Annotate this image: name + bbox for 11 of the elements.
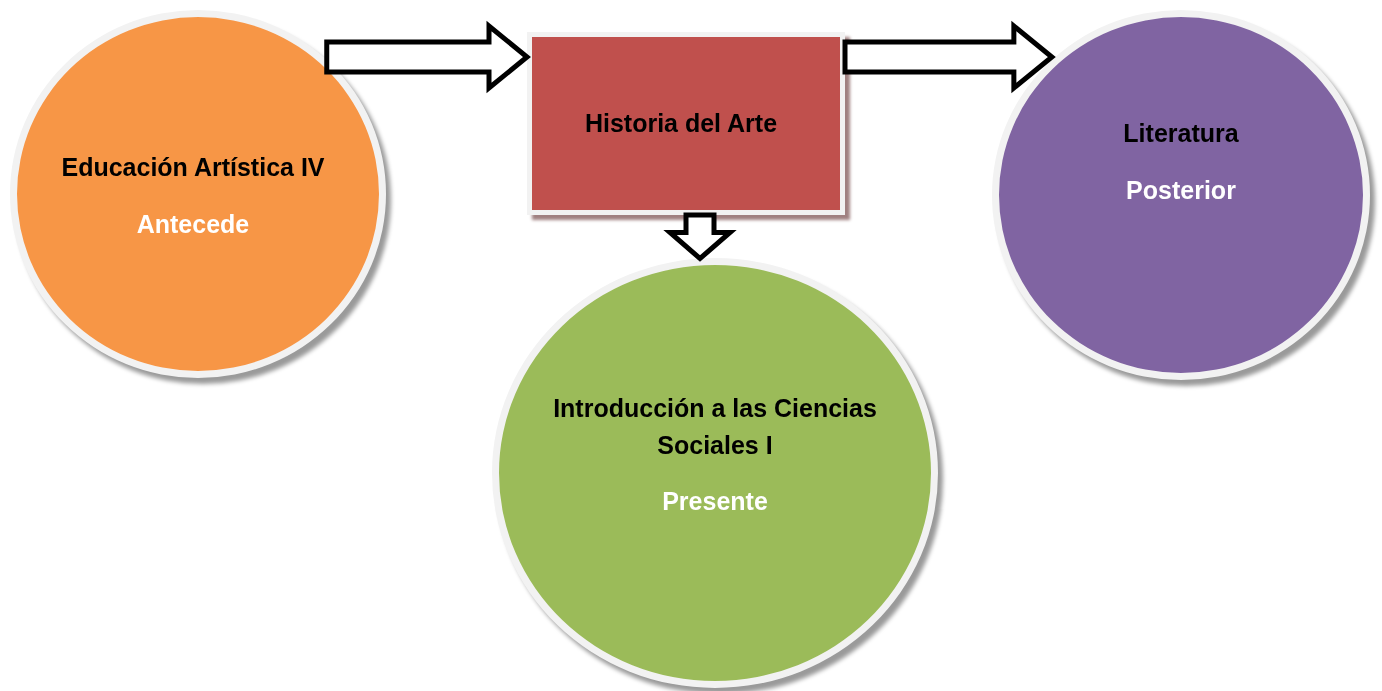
node-subtitle: Posterior	[1126, 175, 1236, 205]
node-title: Introducción a las Ciencias Sociales I	[552, 393, 878, 461]
block-arrow	[842, 20, 1056, 94]
process-box	[527, 32, 845, 215]
block-arrow	[663, 212, 737, 262]
node-subtitle: Antecede	[136, 209, 250, 239]
node-title: Educación Artística IV	[61, 152, 325, 184]
node-subtitle: Presente	[662, 486, 768, 516]
node-title: Historia del Arte	[584, 108, 778, 140]
block-arrow	[324, 20, 531, 94]
node-title: Literatura	[1123, 118, 1239, 150]
